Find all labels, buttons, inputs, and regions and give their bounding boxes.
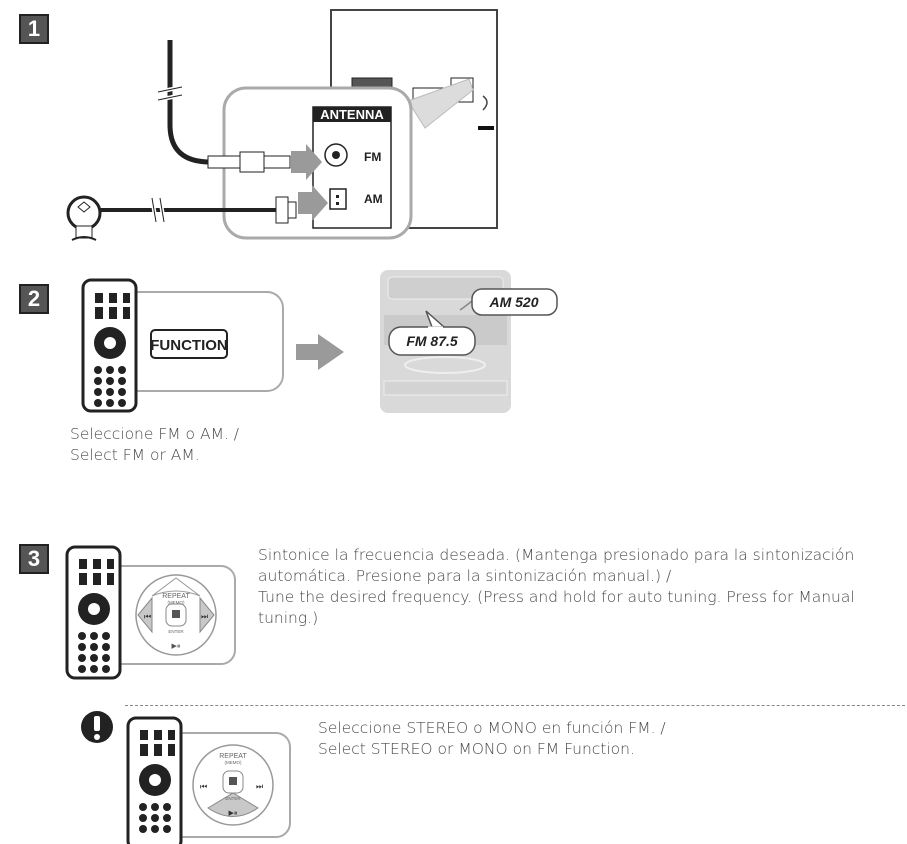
am-socket-label: AM (364, 192, 383, 206)
step-2-badge: 2 (19, 284, 49, 314)
step-3-caption-en-2: tuning.) (258, 609, 319, 627)
step-3-caption-es-1: Sintonice la frecuencia deseada. (Manten… (258, 546, 855, 564)
next-icon: ⏭ (201, 612, 208, 621)
prev-icon: ⏮ (144, 612, 151, 621)
fm-antenna-wire (167, 40, 228, 165)
fm-plug (207, 151, 291, 173)
note-caption-en: Select STEREO or MONO on FM Function. (318, 740, 635, 758)
enter-label: ENTER (168, 629, 184, 634)
note-divider (125, 705, 905, 706)
navigation-pad-note: REPEAT (MEMO) ENTER ⏮ ⏭ ▶⏸ (192, 744, 274, 826)
step-3-badge: 3 (19, 544, 49, 574)
function-button (150, 329, 228, 359)
fm-display-value: FM 87.5 (406, 333, 458, 349)
remote-control-step-3 (65, 545, 122, 680)
note-memo-label: (MEMO) (225, 760, 242, 765)
step-2-caption-en: Select FM or AM. (70, 446, 200, 464)
function-button-label: FUNCTION (150, 337, 228, 354)
step-3-caption: Sintonice la frecuencia deseada. (Manten… (258, 545, 855, 629)
antenna-title: ANTENNA (320, 107, 384, 122)
am-plug (275, 196, 297, 224)
am-socket (329, 188, 347, 210)
note-repeat-label: REPEAT (219, 753, 247, 760)
am-plug-arrow (298, 185, 328, 221)
step-3-caption-es-2: automática. Presione para la sintonizaci… (258, 567, 672, 585)
remote-control-note (126, 716, 183, 844)
step-3-caption-en-1: Tune the desired frequency. (Press and h… (258, 588, 855, 606)
fm-plug-arrow (291, 144, 322, 180)
tuning-diagram: ⏮ ⏭ REPEAT (MEMO) ENTER ▶⏸ (65, 545, 236, 680)
play-pause-icon: ▶⏸ (172, 643, 181, 650)
antenna-terminal-block (312, 106, 392, 229)
step-2-caption: Seleccione FM o AM. / Select FM or AM. (70, 424, 239, 466)
zoom-callout-connector (407, 78, 474, 129)
remote-control (81, 278, 138, 413)
note-prev-icon: ⏮ (200, 782, 207, 791)
repeat-label: REPEAT (162, 593, 190, 600)
navigation-pad: ⏮ ⏭ REPEAT (MEMO) ENTER ▶⏸ (135, 574, 217, 656)
note-diagram: REPEAT (MEMO) ENTER ⏮ ⏭ ▶⏸ (81, 711, 291, 844)
am-display-value: AM 520 (488, 294, 538, 310)
prev-button-highlight (137, 596, 153, 634)
play-pause-button-highlight (207, 792, 259, 817)
note-caption: Seleccione STEREO o MONO en función FM. … (318, 718, 666, 760)
fm-socket-label: FM (364, 150, 381, 164)
note-caption-es: Seleccione STEREO o MONO en función FM. … (318, 719, 666, 737)
step-2-caption-es: Seleccione FM o AM. / (70, 425, 240, 443)
note-next-icon: ⏭ (256, 782, 263, 791)
note-enter-label: ENTER (225, 796, 241, 801)
step-1-badge: 1 (19, 14, 49, 44)
step-2-arrow (296, 334, 344, 370)
antenna-connection-diagram: ANTENNA FM AM (66, 9, 498, 241)
memo-label: (MEMO) (168, 600, 185, 605)
antenna-title-bar (313, 107, 391, 122)
function-select-diagram: FUNCTION AM 520 FM 87.5 (81, 270, 558, 413)
am-display-bubble (471, 288, 558, 316)
next-button-highlight (199, 596, 215, 634)
note-play-pause-icon: ▶⏸ (229, 810, 238, 817)
